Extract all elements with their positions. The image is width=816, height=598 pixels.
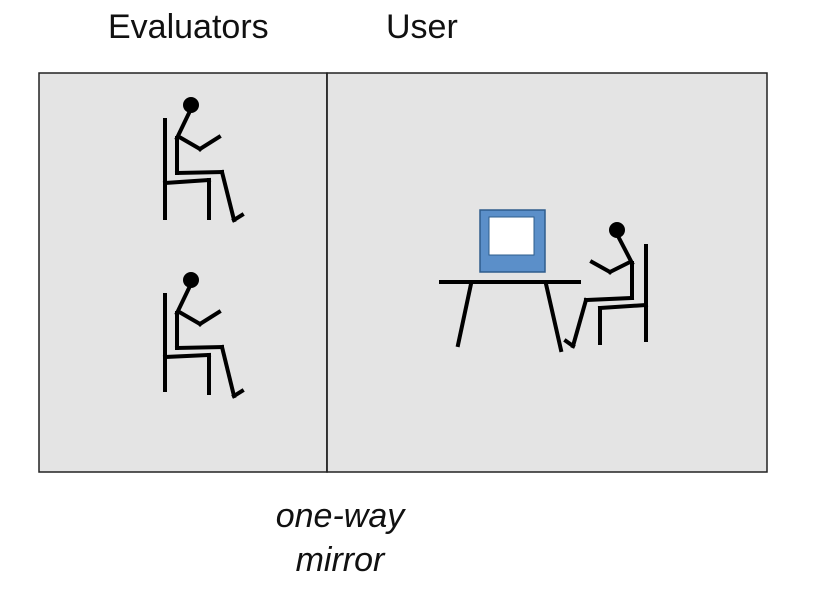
monitor-screen (488, 216, 535, 256)
evaluators-label: Evaluators (108, 8, 269, 46)
evaluator-figure-1 (162, 97, 245, 223)
user-figure (563, 222, 649, 349)
user-label: User (386, 8, 458, 46)
user-head (609, 222, 625, 238)
evaluator-figure-2 (162, 272, 245, 399)
one-way-mirror-label: one-way mirror (200, 494, 480, 582)
mirror-label-line2: mirror (295, 541, 385, 579)
desk (439, 280, 581, 353)
mirror-label-line1: one-way (275, 497, 405, 535)
user-room (326, 72, 768, 473)
evaluator-1-head (183, 97, 199, 113)
evaluator-room (38, 72, 328, 473)
computer-monitor (479, 209, 546, 273)
evaluator-2-head (183, 272, 199, 288)
